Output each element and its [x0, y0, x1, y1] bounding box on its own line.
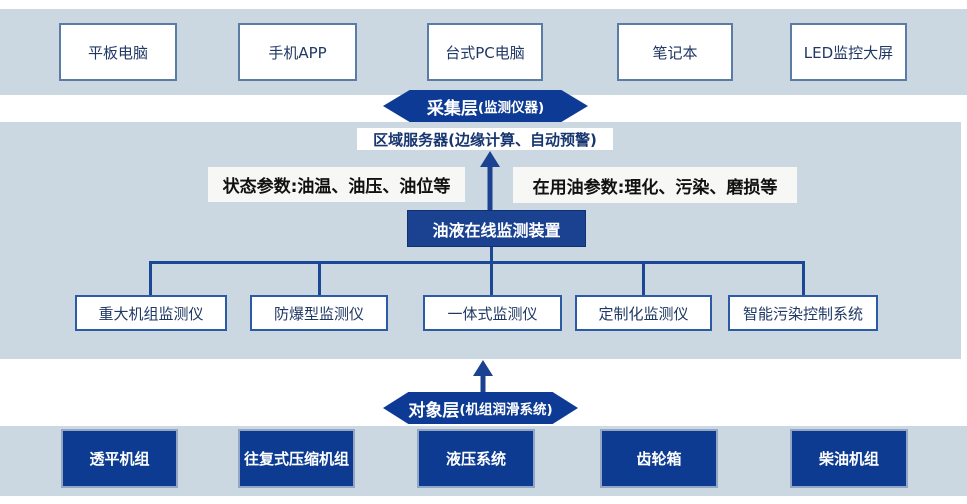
- device-box-led-screen: LED监控大屏: [790, 23, 907, 81]
- instrument-box-major-unit: 重大机组监测仪: [75, 295, 227, 331]
- instrument-box-pollution-control: 智能污染控制系统: [728, 295, 878, 331]
- machine-box-diesel: 柴油机组: [790, 429, 908, 488]
- object-layer-banner-title: 对象层: [408, 400, 460, 421]
- connector-horizontal: [149, 261, 805, 264]
- instrument-box-customized: 定制化监测仪: [575, 295, 712, 331]
- collection-layer-banner-subtitle: (监测仪器): [477, 100, 545, 116]
- instrument-box-explosion-proof: 防爆型监测仪: [250, 295, 388, 331]
- up-arrow-icon: [480, 151, 500, 211]
- machine-box-turbine: 透平机组: [61, 429, 178, 488]
- regional-server-label: 区域服务器(边缘计算、自动预警): [357, 128, 613, 150]
- device-box-desktop-pc: 台式PC电脑: [427, 23, 543, 81]
- connector-drop: [802, 261, 805, 295]
- device-box-laptop: 笔记本: [617, 23, 733, 81]
- machine-box-reciprocating-compressor: 往复式压缩机组: [238, 429, 355, 488]
- machine-box-hydraulic: 液压系统: [417, 429, 535, 488]
- status-parameters-label: 状态参数:油温、油压、油位等: [208, 167, 465, 202]
- device-box-tablet: 平板电脑: [59, 23, 177, 81]
- connector-drop: [490, 261, 493, 295]
- collection-layer-banner-title: 采集层: [426, 98, 478, 119]
- connector-drop: [642, 261, 645, 295]
- central-monitor-box: 油液在线监测装置: [407, 210, 586, 247]
- up-arrow-icon: [473, 360, 493, 393]
- object-layer-banner: 对象层 (机组润滑系统): [383, 392, 578, 424]
- oil-parameters-label: 在用油参数:理化、污染、磨损等: [513, 167, 797, 203]
- machine-box-gearbox: 齿轮箱: [600, 429, 718, 488]
- device-box-phone-app: 手机APP: [238, 23, 357, 81]
- connector-drop: [149, 261, 152, 295]
- instrument-box-integrated: 一体式监测仪: [423, 295, 562, 331]
- connector-drop: [318, 261, 321, 295]
- connector-stem: [490, 247, 493, 261]
- object-layer-banner-subtitle: (机组润滑系统): [459, 402, 553, 418]
- collection-layer-banner: 采集层(监测仪器): [383, 90, 588, 122]
